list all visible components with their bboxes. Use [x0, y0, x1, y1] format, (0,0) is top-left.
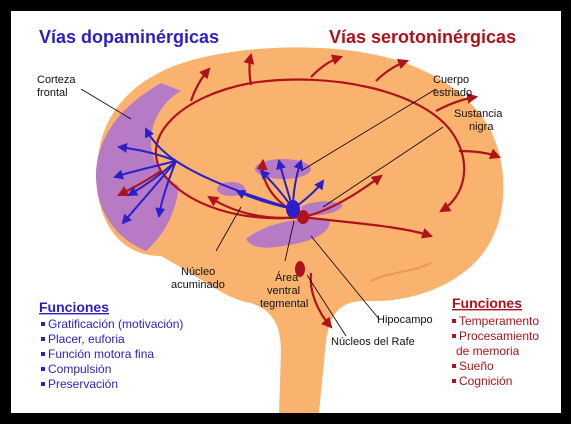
corteza-label-1: Corteza — [37, 74, 76, 86]
cuerpo-estriado-label-2: estriado — [433, 87, 472, 99]
vta-region — [246, 218, 330, 248]
serotonin-functions-list: Temperamento Procesamiento de memoria Su… — [452, 314, 539, 388]
nucleos-rafe-label: Núcleos del Rafe — [331, 336, 415, 348]
serotonin-function-item: Procesamiento — [459, 329, 539, 343]
cerebellum-ridges — [370, 262, 432, 282]
bullet-icon — [452, 364, 456, 368]
diagram-frame: Vías dopaminérgicas Vías serotoninérgica… — [11, 11, 561, 413]
serotonin-function-item: Cognición — [459, 374, 512, 388]
nigra-region — [301, 201, 343, 216]
serotonin-function-item: de memoria — [456, 344, 520, 358]
dopamine-functions-list: Gratificación (motivación) Placer, eufor… — [41, 317, 183, 391]
bullet-icon — [41, 382, 45, 386]
cuerpo-estriado-label-1: Cuerpo — [433, 74, 469, 86]
area-label-3: tegmental — [260, 298, 308, 310]
nucleo-label-2: acuminado — [171, 279, 225, 291]
bullet-icon — [41, 337, 45, 341]
dopamine-title: Vías dopaminérgicas — [39, 27, 219, 47]
brain-diagram: Vías dopaminérgicas Vías serotoninérgica… — [37, 27, 539, 413]
nucleo-label-1: Núcleo — [181, 266, 215, 278]
bullet-icon — [41, 322, 45, 326]
dopamine-function-item: Función motora fina — [48, 347, 154, 361]
serotonin-pathways — [117, 52, 502, 329]
raphe-nucleus-lower — [295, 261, 305, 277]
leader-lines — [80, 88, 444, 337]
bullet-icon — [41, 367, 45, 371]
raphe-nucleus-upper — [297, 210, 309, 224]
dopamine-function-item: Preservación — [48, 377, 118, 391]
bullet-icon — [41, 352, 45, 356]
area-label-1: Área — [275, 271, 299, 284]
serotonin-title: Vías serotoninérgicas — [329, 27, 516, 47]
bullet-icon — [452, 319, 456, 323]
dopamine-functions-heading: Funciones — [39, 299, 109, 315]
dopamine-function-item: Placer, euforia — [48, 332, 125, 346]
dopamine-function-item: Gratificación (motivación) — [48, 317, 183, 331]
area-label-2: ventral — [267, 285, 300, 297]
sustancia-nigra-label-2: nigra — [469, 121, 494, 133]
bullet-icon — [452, 334, 456, 338]
bullet-icon — [452, 379, 456, 383]
corteza-label-2: frontal — [37, 87, 68, 99]
serotonin-function-item: Sueño — [459, 359, 494, 373]
vta-nucleus — [286, 200, 300, 218]
hipocampo-label: Hipocampo — [377, 314, 433, 326]
dopamine-function-item: Compulsión — [48, 362, 111, 376]
sustancia-nigra-label-1: Sustancia — [454, 108, 503, 120]
serotonin-functions-heading: Funciones — [452, 295, 522, 311]
serotonin-function-item: Temperamento — [459, 314, 539, 328]
dopamine-pathways — [113, 127, 325, 225]
